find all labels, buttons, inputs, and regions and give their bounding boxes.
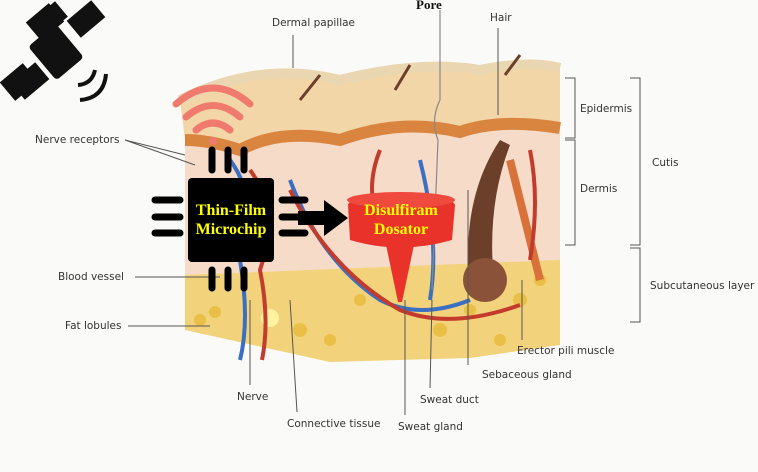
- dosator-label-line2: Dosator: [373, 221, 429, 238]
- chip-label-line1: Thin-Film: [195, 202, 267, 219]
- arrow-right-icon: [298, 200, 348, 236]
- label-dermal-papillae: Dermal papillae: [272, 17, 356, 29]
- label-epidermis: Epidermis: [580, 103, 633, 115]
- dosator-icon: [347, 192, 455, 302]
- label-nerve-receptors: Nerve receptors: [35, 134, 120, 146]
- label-sweat-gland: Sweat gland: [398, 421, 463, 433]
- chip-label-line2: Microchip: [195, 221, 267, 238]
- leader-lines: [124, 28, 641, 415]
- dosator-label: Disulfiram Dosator: [348, 201, 454, 239]
- label-dermis: Dermis: [580, 183, 618, 195]
- fat-lobules: [194, 274, 546, 346]
- dosator-label-line1: Disulfiram: [364, 202, 438, 219]
- label-erector-pili-muscle: Erector pili muscle: [517, 345, 615, 357]
- label-nerve: Nerve: [237, 391, 269, 403]
- label-sweat-duct: Sweat duct: [420, 394, 479, 406]
- microchip-icon: [151, 146, 309, 292]
- wifi-icon: [172, 84, 254, 145]
- label-pore: Pore: [416, 0, 442, 12]
- label-fat-lobules: Fat lobules: [65, 320, 122, 332]
- satellite-icon: [0, 0, 108, 102]
- hair-shaft: [468, 140, 510, 290]
- label-blood-vessel: Blood vessel: [58, 271, 124, 283]
- label-hair: Hair: [490, 12, 512, 24]
- label-sebaceous-gland: Sebaceous gland: [482, 369, 572, 381]
- label-subcutaneous-layer: Subcutaneous layer: [650, 280, 755, 292]
- chip-label: Thin-Film Microchip: [188, 201, 274, 239]
- dermal-papillae: [184, 117, 561, 157]
- label-connective-tissue: Connective tissue: [287, 418, 381, 430]
- label-cutis: Cutis: [652, 157, 679, 169]
